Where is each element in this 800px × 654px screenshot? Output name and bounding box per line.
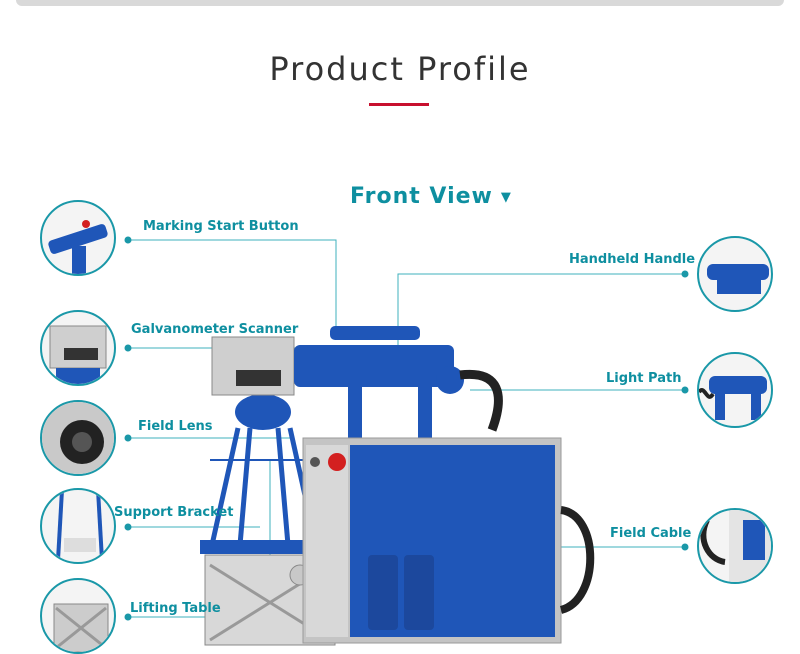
handle-shape [330, 326, 420, 340]
field-cable-shape [559, 506, 595, 614]
callout-line-marking-start [128, 239, 337, 330]
bracket-base-shape [200, 540, 322, 554]
vent-grille-shape [368, 555, 434, 630]
section-title: Front View ▼ [350, 184, 512, 209]
galvanometer-scanner-thumb [40, 310, 116, 386]
callout-dots [124, 236, 689, 621]
light-path-thumb [697, 352, 773, 428]
label-light-path: Light Path [606, 371, 682, 386]
label-field-cable: Field Cable [610, 526, 692, 541]
handheld-handle-thumb [697, 236, 773, 312]
label-support-bracket: Support Bracket [114, 505, 234, 520]
callout-line-handle [397, 273, 685, 345]
page-title: Product Profile [269, 50, 531, 88]
arm-shape [294, 345, 454, 387]
label-lifting-table: Lifting Table [130, 601, 221, 616]
label-marking-start-button: Marking Start Button [143, 219, 299, 234]
support-bracket-thumb [40, 488, 116, 564]
galvanometer-shape [211, 336, 295, 396]
field-cable-thumb [697, 508, 773, 584]
label-field-lens: Field Lens [138, 419, 213, 434]
light-path-cable-shape [459, 369, 503, 432]
marking-start-button-thumb [40, 200, 116, 276]
section-title-text: Front View [350, 184, 493, 209]
top-divider-bar [16, 0, 784, 6]
label-galvanometer-scanner: Galvanometer Scanner [131, 322, 299, 337]
triangle-down-icon: ▼ [500, 189, 512, 205]
lifting-table-thumb [40, 578, 116, 654]
label-handheld-handle: Handheld Handle [569, 252, 696, 267]
field-lens-thumb [40, 400, 116, 476]
field-lens-shape [235, 394, 291, 430]
emergency-stop-shape [328, 453, 346, 471]
title-underline [369, 103, 429, 106]
